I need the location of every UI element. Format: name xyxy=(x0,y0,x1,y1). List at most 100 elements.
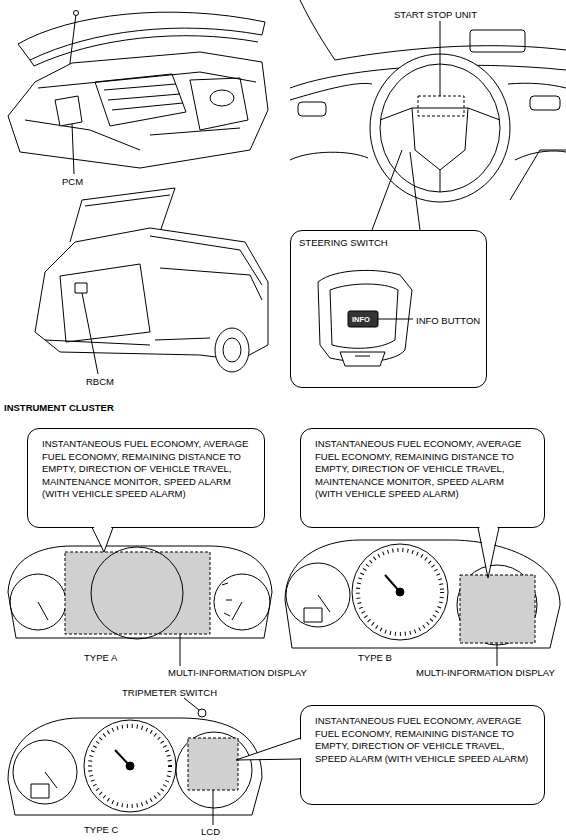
rear-vehicle-illustration-part xyxy=(215,328,249,372)
dashboard-illustration-part xyxy=(290,83,372,100)
function-list: INSTANTANEOUS FUEL ECONOMY, AVERAGE FUEL… xyxy=(315,715,530,765)
rear-vehicle-illustration-part xyxy=(75,283,87,293)
cluster-type-a-part xyxy=(8,546,272,638)
callout-tail-b-part xyxy=(478,528,499,579)
part-label: PCM xyxy=(62,176,83,187)
cluster-type-a-part xyxy=(10,574,66,630)
cluster-type-c-part xyxy=(8,718,262,815)
cluster-type-c-part xyxy=(188,738,238,790)
type-label: TYPE B xyxy=(358,652,392,663)
rear-vehicle-illustration-part xyxy=(223,338,241,362)
dashboard-illustration-part xyxy=(508,83,566,88)
dashboard-illustration-part xyxy=(440,170,441,192)
cluster-type-c-part xyxy=(31,784,49,798)
cluster-type-b-part xyxy=(304,608,322,622)
callout-tail-a xyxy=(92,525,113,552)
rear-vehicle-illustration-part xyxy=(82,293,98,374)
engine-bay-illustration-part xyxy=(72,124,74,174)
rear-vehicle-illustration-part xyxy=(150,236,262,285)
part-label: INFO BUTTON xyxy=(416,315,480,328)
engine-bay-illustration-part xyxy=(55,96,82,126)
cluster-type-a-part xyxy=(222,583,232,616)
cluster-type-a-part xyxy=(180,634,181,666)
rear-vehicle-illustration-part xyxy=(85,195,170,206)
function-list: INSTANTANEOUS FUEL ECONOMY, AVERAGE FUEL… xyxy=(315,438,530,501)
callout-tail-b xyxy=(478,525,499,578)
dashboard-illustration-part xyxy=(470,30,525,52)
cluster-type-a-part xyxy=(232,602,242,620)
cluster-type-c-part xyxy=(213,790,214,825)
dashboard-illustration-part xyxy=(440,21,441,96)
steering-switch-illustration xyxy=(318,270,413,366)
cluster-type-b-part xyxy=(457,565,537,645)
engine-bay-illustration-part xyxy=(38,72,256,88)
part-label: MULTI-INFORMATION DISPLAY xyxy=(168,667,307,678)
part-label: LCD xyxy=(201,826,220,837)
callout-tail-c xyxy=(236,738,302,760)
engine-bay-illustration-part xyxy=(104,84,183,110)
engine-bay-illustration-part xyxy=(95,74,186,126)
cluster-type-c-part xyxy=(84,720,176,812)
button-text: INFO xyxy=(352,314,370,325)
steering-switch-illustration-part xyxy=(378,319,413,320)
steering-switch-illustration-part xyxy=(330,284,398,348)
dashboard-illustration-part xyxy=(510,150,566,200)
callout-tail-c-part xyxy=(236,738,301,760)
cluster-type-c-part xyxy=(45,772,57,788)
engine-bay-illustration-part xyxy=(210,90,234,106)
type-label: TYPE C xyxy=(84,824,118,835)
dashboard-illustration-part xyxy=(300,0,335,60)
callout-box: INSTANTANEOUS FUEL ECONOMY, AVERAGE FUEL… xyxy=(27,428,265,528)
engine-bay-illustration-part xyxy=(8,52,268,168)
rear-vehicle-illustration xyxy=(35,188,268,374)
dashboard-illustration-part xyxy=(515,151,566,160)
cluster-type-b-part xyxy=(286,563,350,627)
function-list: INSTANTANEOUS FUEL ECONOMY, AVERAGE FUEL… xyxy=(42,438,250,501)
cluster-type-b-part xyxy=(352,544,448,640)
dashboard-illustration-part xyxy=(380,108,500,120)
cluster-type-c-part xyxy=(13,740,77,804)
part-label: MULTI-INFORMATION DISPLAY xyxy=(416,667,555,678)
dashboard-illustration-part xyxy=(290,152,368,160)
steering-switch-illustration-part xyxy=(348,311,378,327)
engine-bay-illustration-part xyxy=(74,11,79,16)
cluster-type-c-part xyxy=(90,726,170,806)
dashboard-illustration-part xyxy=(410,152,420,230)
dashboard-illustration-part xyxy=(530,96,560,110)
part-label: RBCM xyxy=(86,376,114,387)
cluster-type-c-part xyxy=(184,698,199,710)
callout-box: STEERING SWITCHINFO BUTTON xyxy=(290,230,487,388)
cluster-type-b-part xyxy=(396,588,404,596)
cluster-type-b-part xyxy=(285,540,560,648)
cluster-type-a-part xyxy=(214,574,270,630)
cluster-type-b-part xyxy=(497,643,498,666)
callout-tail-a-part xyxy=(92,528,113,553)
engine-bay-illustration-part xyxy=(18,12,265,60)
cluster-type-a-part xyxy=(65,552,210,634)
part-label: TRIPMETER SWITCH xyxy=(122,687,217,698)
cluster-type-c-part xyxy=(126,762,134,770)
cluster-type-c-part xyxy=(198,709,206,717)
dashboard-illustration xyxy=(290,0,566,230)
callout-tail-c-part xyxy=(236,739,302,760)
steering-switch-illustration-part xyxy=(340,352,385,366)
callout-box: INSTANTANEOUS FUEL ECONOMY, AVERAGE FUEL… xyxy=(300,705,545,805)
cluster-type-b-part xyxy=(358,550,442,634)
callout-tail-b-part xyxy=(479,525,498,578)
engine-bay-illustration xyxy=(8,11,268,175)
cluster-type-c xyxy=(8,698,262,825)
part-label: START STOP UNIT xyxy=(394,9,477,20)
rear-vehicle-illustration-part xyxy=(160,268,262,300)
cluster-type-c-part xyxy=(176,732,252,808)
cluster-type-a-part xyxy=(91,547,183,639)
type-label: TYPE A xyxy=(84,652,117,663)
cluster-type-a-part xyxy=(38,602,48,620)
callout-tail-a-part xyxy=(93,525,112,552)
cluster-type-a xyxy=(8,546,272,666)
engine-bay-illustration-part xyxy=(190,78,248,130)
steering-switch-illustration-part xyxy=(318,270,412,361)
dashboard-illustration-part xyxy=(298,102,326,116)
section-heading: INSTRUMENT CLUSTER xyxy=(4,402,114,413)
